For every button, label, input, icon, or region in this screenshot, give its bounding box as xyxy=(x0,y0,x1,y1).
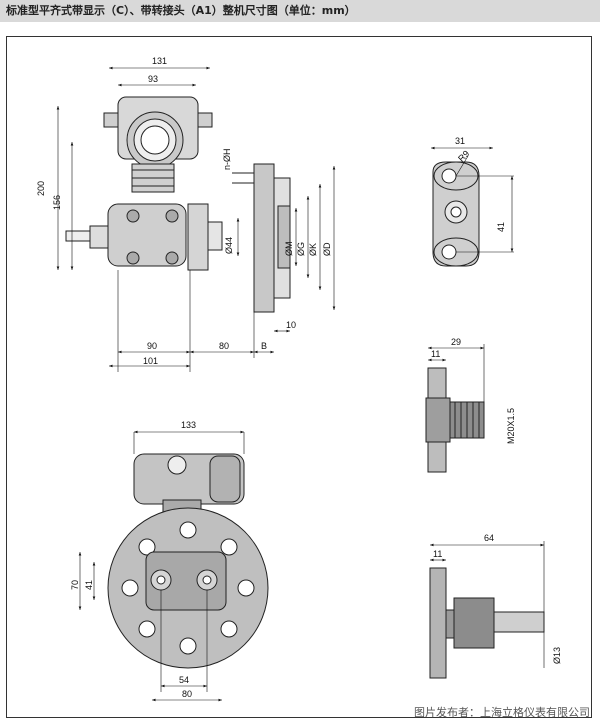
dim-m20: M20X1.5 xyxy=(506,408,516,444)
bottom-view-dimensions xyxy=(78,430,245,702)
adapter-tube-dimensions xyxy=(430,541,545,668)
dim-11-mid: 11 xyxy=(431,349,440,359)
adapter-tube-view xyxy=(429,567,545,679)
dim-31: 31 xyxy=(455,136,465,146)
header-bar: 标准型平齐式带显示（C）、带转接头（A1）整机尺寸图（单位：mm） xyxy=(0,0,600,22)
dim-131: 131 xyxy=(152,56,167,66)
dim-80-top: 80 xyxy=(219,341,229,351)
publisher-watermark: 图片发布者：上海立格仪表有限公司 xyxy=(414,706,590,719)
header-title: 标准型平齐式带显示（C）、带转接头（A1）整机尺寸图（单位：mm） xyxy=(6,4,356,17)
dim-133: 133 xyxy=(181,420,196,430)
dim-80-bottom: 80 xyxy=(182,689,192,699)
dim-29: 29 xyxy=(451,337,461,347)
drawing-frame xyxy=(6,36,592,718)
dim-156: 156 xyxy=(52,195,62,210)
dim-n-oh: n-ØH xyxy=(222,148,232,170)
dim-41-top: 41 xyxy=(496,222,506,232)
front-view xyxy=(65,96,291,313)
dim-101: 101 xyxy=(143,356,158,366)
dim-54: 54 xyxy=(179,675,189,685)
adapter-top-dimensions xyxy=(431,146,514,253)
dim-og: ØG xyxy=(296,242,306,256)
dim-b: B xyxy=(261,341,267,351)
dim-11-bottom: 11 xyxy=(433,549,442,559)
dim-om: ØM xyxy=(284,242,294,257)
front-view-dimensions xyxy=(56,66,336,372)
dim-o13: Ø13 xyxy=(552,647,562,664)
adapter-side-view xyxy=(425,367,485,473)
dim-r9: R9 xyxy=(456,148,471,163)
dim-od: ØD xyxy=(322,242,332,256)
dim-70: 70 xyxy=(70,580,80,590)
dim-64: 64 xyxy=(484,533,494,543)
dim-90: 90 xyxy=(147,341,157,351)
bottom-view xyxy=(107,453,269,669)
adapter-top-view xyxy=(432,161,480,267)
dim-ok: ØK xyxy=(308,243,318,256)
dim-200: 200 xyxy=(36,181,46,196)
dim-o44: Ø44 xyxy=(224,237,234,254)
dim-93: 93 xyxy=(148,74,158,84)
dim-41-bottom: 41 xyxy=(84,580,94,590)
dim-10: 10 xyxy=(286,320,296,330)
adapter-side-dimensions xyxy=(428,344,485,402)
